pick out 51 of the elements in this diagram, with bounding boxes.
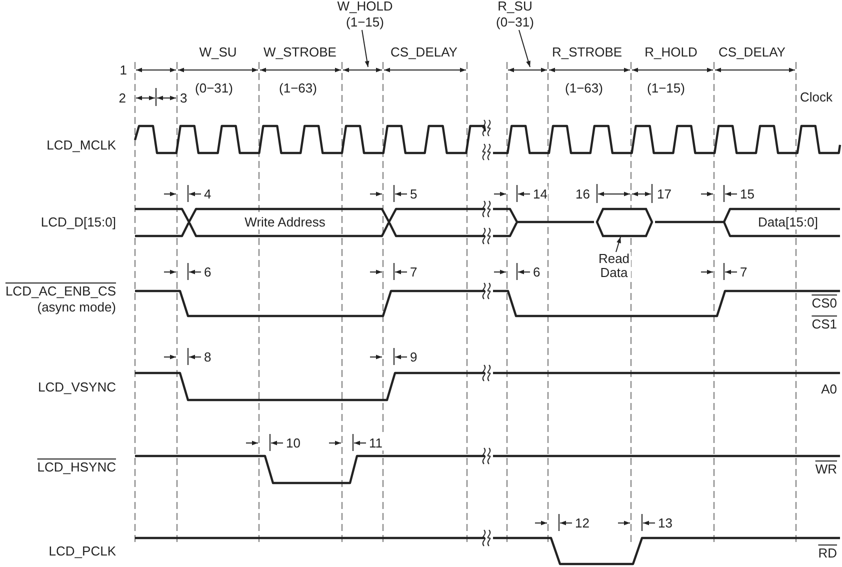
timing-number: 11 — [368, 436, 384, 450]
bus-value: Data[15:0] — [757, 214, 819, 230]
signal-mode: (async mode) — [36, 300, 117, 314]
timing-number: 1 — [118, 62, 128, 78]
signal-name: LCD_D[15:0] — [40, 214, 117, 230]
signal-name: LCD_PCLK — [48, 544, 117, 558]
timing-number: 4 — [203, 186, 212, 202]
parameter-name: R_STROBE — [550, 44, 624, 60]
range-label: (0−31) — [495, 14, 535, 30]
annotation-text: Read Data — [597, 252, 631, 280]
parameter-name: CS_DELAY — [390, 44, 458, 60]
range-label: (1−15) — [646, 80, 686, 96]
timing-number: 7 — [409, 264, 418, 280]
signal-name: LCD_VSYNC — [36, 380, 117, 394]
timing-number: 2 — [118, 90, 127, 106]
signal-name: LCD_MCLK — [46, 138, 117, 152]
timing-number: 7 — [739, 264, 748, 280]
timing-number: 9 — [409, 350, 418, 364]
range-label: (1−63) — [278, 80, 318, 96]
timing-number: 17 — [656, 186, 672, 202]
parameter-name: W_SU — [198, 44, 238, 60]
signal-function: Clock — [799, 90, 834, 104]
signal-function: A0 — [820, 382, 838, 396]
leader-line — [616, 236, 621, 252]
timing-number: 12 — [574, 516, 590, 530]
bus-value: Write Address — [244, 214, 326, 230]
signal-name: LCD_HSYNC — [36, 460, 117, 474]
signal-function: RD — [817, 546, 838, 560]
timing-number: 5 — [409, 186, 418, 202]
timing-number: 14 — [532, 186, 548, 202]
timing-number: 6 — [532, 264, 542, 280]
parameter-name: CS_DELAY — [718, 44, 786, 60]
parameter-name: W_HOLD — [336, 0, 394, 14]
timing-number: 16 — [574, 186, 591, 202]
timing-number: 3 — [179, 90, 188, 106]
parameter-name: R_SU — [496, 0, 534, 14]
timing-number: 6 — [203, 264, 212, 280]
range-label: (0−31) — [194, 80, 234, 96]
timing-number: 13 — [657, 516, 674, 530]
signal-function: WR — [814, 462, 838, 476]
parameter-name: R_HOLD — [644, 44, 698, 60]
signal-function: CS1 — [810, 316, 838, 332]
signal-name: LCD_AC_ENB_CS — [4, 284, 117, 298]
signal-function: CS0 — [810, 296, 838, 310]
range-label: (1−63) — [564, 80, 604, 96]
bus-segment — [596, 208, 654, 238]
parameter-name: W_STROBE — [262, 44, 338, 60]
timing-number: 15 — [739, 186, 756, 202]
range-label: (1−15) — [345, 14, 385, 30]
timing-number: 8 — [203, 350, 212, 364]
timing-number: 10 — [285, 436, 302, 450]
